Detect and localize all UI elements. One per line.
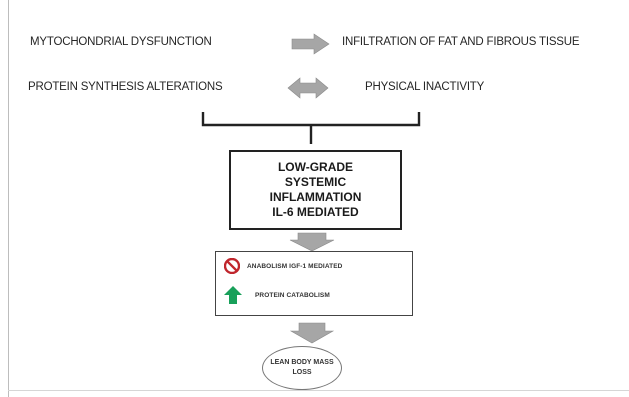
result-line-2: LOSS [292,369,312,376]
effect-anabolism-label: ANABOLISM IGF-1 MEDIATED [247,262,343,270]
up-arrow-icon [224,286,242,304]
effect-row-anabolism: ANABOLISM IGF-1 MEDIATED [224,258,342,274]
frame-bottom-border [8,390,629,391]
inflammation-line-4: IL-6 MEDIATED [272,205,359,219]
result-line-1: LEAN BODY MASS [270,359,334,366]
inflammation-line-2: SYSTEMIC [284,175,347,189]
frame-left-border [8,0,9,397]
inflammation-box: LOW-GRADE SYSTEMIC INFLAMMATION IL-6 MED… [229,150,402,230]
prohibition-icon [224,258,240,274]
down-arrow-icon [289,232,335,252]
inflammation-line-1: LOW-GRADE [277,160,354,174]
factor-protein-synthesis-alterations: PROTEIN SYNTHESIS ALTERATIONS [28,81,223,93]
factor-mitochondrial-dysfunction: MYTOCHONDRIAL DYSFUNCTION [30,36,212,48]
inflammation-line-3: INFLAMMATION [269,190,362,204]
factor-infiltration-fat-fibrous: INFILTRATION OF FAT AND FIBROUS TISSUE [342,36,580,48]
double-arrow-icon [287,77,329,99]
down-arrow-icon [289,322,335,344]
converging-bracket [201,112,421,144]
effect-catabolism-label: PROTEIN CATABOLISM [255,291,330,299]
right-arrow-icon [291,33,330,55]
effect-row-catabolism: PROTEIN CATABOLISM [224,286,330,304]
effects-box: ANABOLISM IGF-1 MEDIATED PROTEIN CATABOL… [215,251,413,316]
factor-physical-inactivity: PHYSICAL INACTIVITY [365,81,485,93]
lean-body-mass-loss-ellipse: LEAN BODY MASS LOSS [262,346,342,390]
